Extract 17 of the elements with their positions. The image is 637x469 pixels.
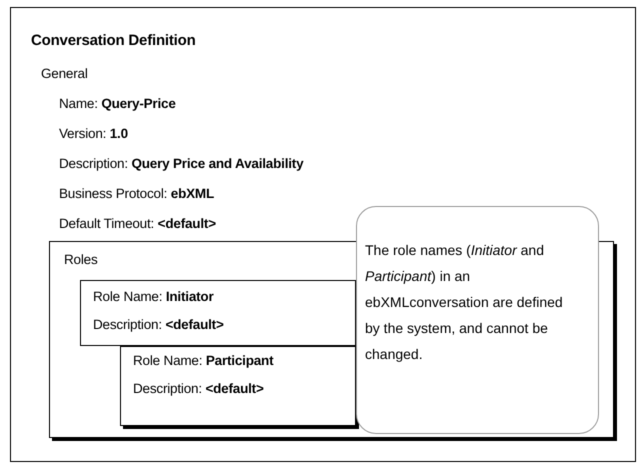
role-card <box>80 280 356 346</box>
field-text: Description: <default> <box>133 381 264 396</box>
field-text: Default Timeout: <default> <box>59 216 216 231</box>
role-card <box>120 346 356 426</box>
field-text: Role Name: Initiator <box>93 289 214 304</box>
field-text: Business Protocol: ebXML <box>59 186 214 201</box>
group-heading: Roles <box>64 252 98 267</box>
group-heading: General <box>41 66 88 81</box>
field-text: Role Name: Participant <box>133 353 274 368</box>
field-text: Version: 1.0 <box>59 126 128 141</box>
section-title: Conversation Definition <box>31 32 196 49</box>
note-text: The role names (Initiator and Participant) in an ebXMLconversation are defined by the system, and cannot be changed. <box>365 241 564 364</box>
field-text: Name: Query-Price <box>59 96 176 111</box>
field-text: Description: <default> <box>93 317 224 332</box>
callout-bubble <box>356 206 599 434</box>
definition-panel <box>10 7 636 462</box>
field-text: Description: Query Price and Availability <box>59 156 304 171</box>
